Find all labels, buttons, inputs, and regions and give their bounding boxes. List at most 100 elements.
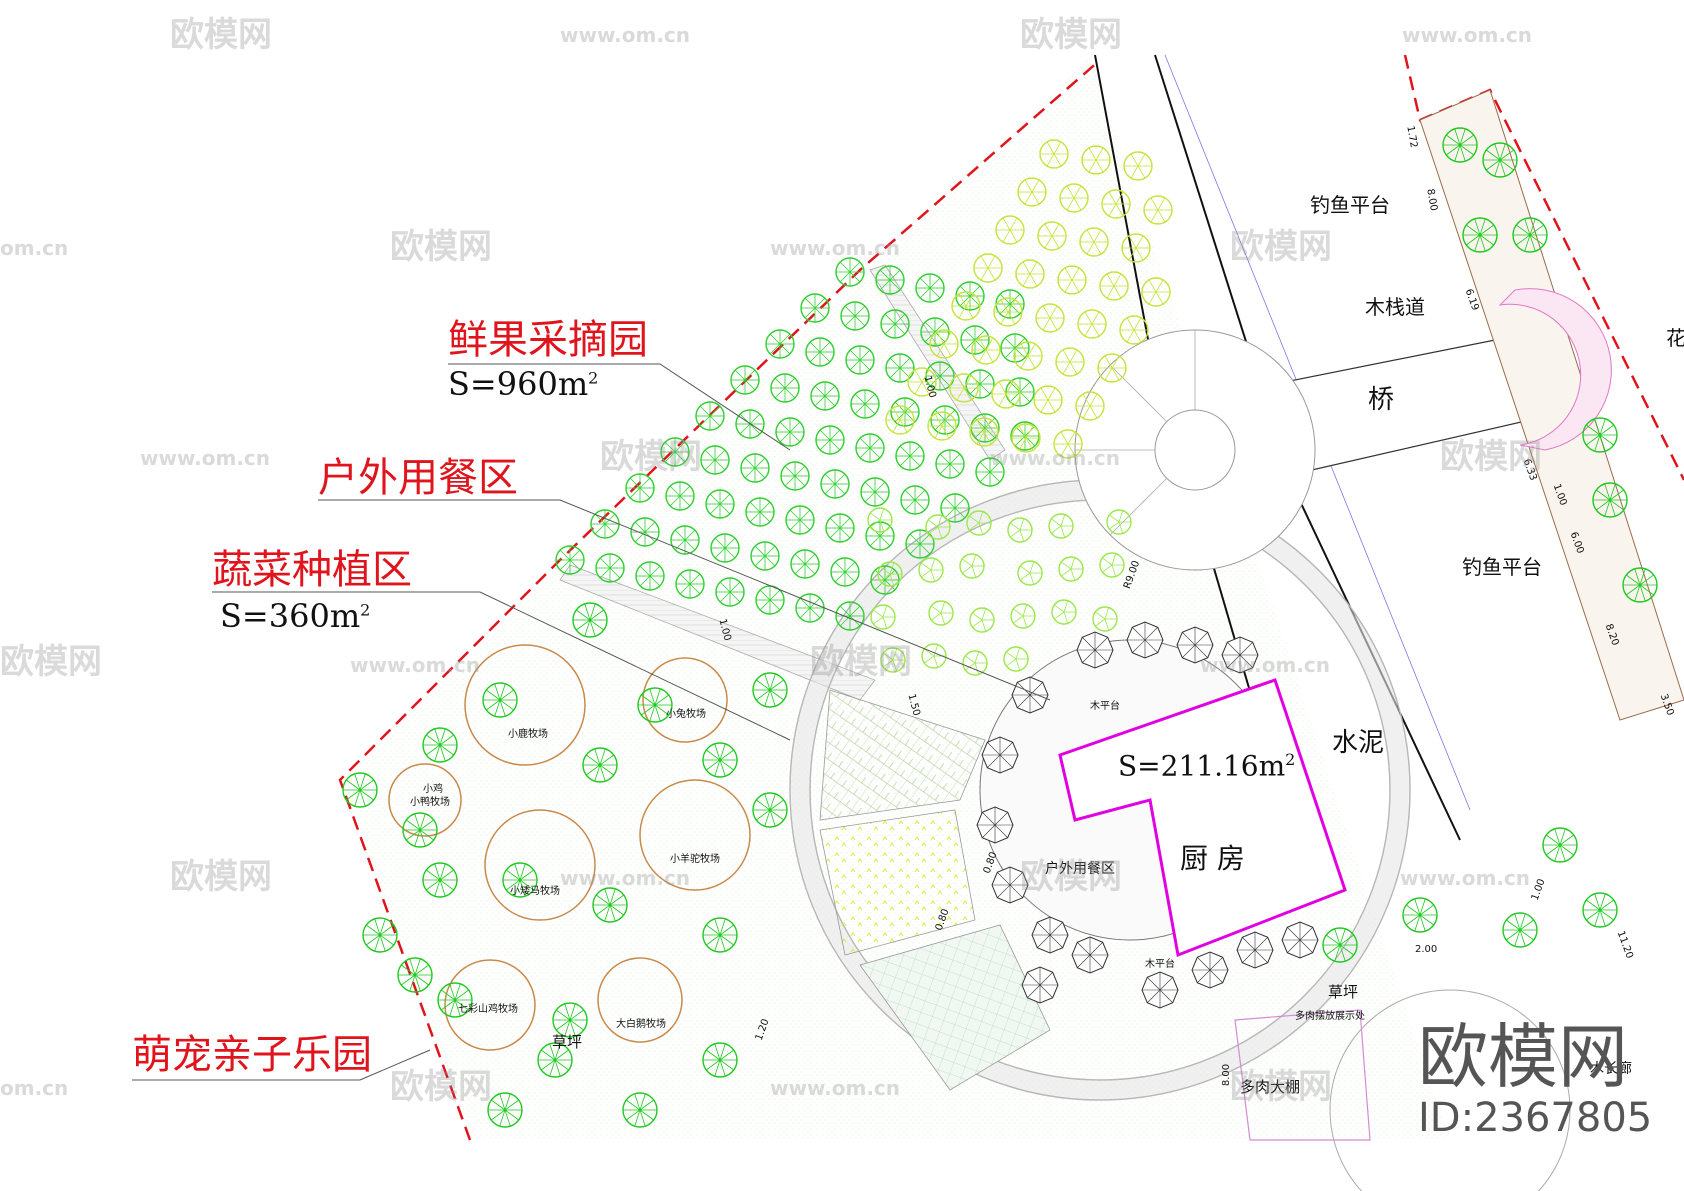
tree-symbol — [835, 257, 865, 287]
tree-symbol — [582, 747, 618, 783]
tree-symbol — [1015, 259, 1045, 289]
pasture-pheasant: 七彩山鸡牧场 — [458, 1004, 518, 1015]
tree-symbol — [920, 317, 950, 347]
tree-symbol — [795, 593, 825, 623]
watermark-url: www.om.cn — [560, 23, 691, 47]
tree-symbol — [745, 497, 775, 527]
tree-symbol — [860, 477, 890, 507]
tree-symbol — [830, 557, 860, 587]
tree-symbol — [715, 577, 745, 607]
tree-symbol — [885, 405, 915, 435]
tree-symbol — [1119, 315, 1149, 345]
tree-symbol — [1039, 139, 1069, 169]
watermark-url-short: om.cn — [0, 1076, 69, 1100]
umbrella-symbol — [1176, 626, 1214, 664]
umbrella-symbol — [1191, 951, 1229, 989]
watermark-url: www.om.cn — [990, 446, 1121, 470]
tree-symbol — [630, 517, 660, 547]
boardwalk-east — [1419, 89, 1684, 721]
tree-symbol — [993, 297, 1023, 327]
zone-title-fruit: 鲜果采摘园 — [448, 317, 648, 363]
tree-symbol — [1099, 552, 1125, 578]
tree-symbol — [1582, 417, 1618, 453]
tree-symbol — [790, 549, 820, 579]
tree-symbol — [1512, 217, 1548, 253]
tree-symbol — [935, 449, 965, 479]
tree-symbol — [1017, 177, 1047, 207]
tree-symbol — [1077, 309, 1107, 339]
tree-symbol — [592, 887, 628, 923]
umbrella-layer — [976, 621, 1319, 1009]
label-outdoor-dining: 户外用餐区 — [1045, 861, 1115, 877]
zone-area-vegetable: S=360m2 — [220, 597, 371, 635]
tree-symbol — [825, 513, 855, 543]
tree-symbol — [1442, 127, 1478, 163]
tree-symbol — [755, 585, 785, 615]
watermark-brand: 欧模网 — [390, 1067, 492, 1107]
watermark-url: www.om.cn — [1400, 866, 1531, 890]
succulent-shed — [1234, 1009, 1371, 1141]
tree-symbol — [730, 365, 760, 395]
tree-symbol — [845, 345, 875, 375]
tree-symbol — [702, 917, 738, 953]
tree-symbol — [765, 329, 795, 359]
tree-symbol — [780, 461, 810, 491]
umbrella-symbol — [1221, 636, 1259, 674]
tree-symbol — [895, 441, 925, 471]
tree-symbol — [1092, 606, 1118, 632]
tree-symbol — [1053, 429, 1083, 459]
watermark-brand: 欧模网 — [1230, 1067, 1332, 1107]
tree-symbol — [622, 1092, 658, 1128]
tree-symbol — [595, 553, 625, 583]
tree-symbol — [1055, 347, 1085, 377]
dim-label: 2.00 — [1415, 944, 1438, 955]
field-brick — [819, 689, 986, 821]
tree-symbol — [752, 792, 788, 828]
tree-symbol — [971, 335, 1001, 365]
tree-symbol — [835, 601, 865, 631]
tree-symbol — [397, 957, 433, 993]
tree-symbol — [1106, 509, 1132, 535]
watermark-brand: 欧模网 — [170, 857, 272, 897]
pasture-deer: 小鹿牧场 — [508, 729, 548, 740]
tree-symbol — [975, 457, 1005, 487]
umbrella-symbol — [1071, 936, 1109, 974]
umbrella-symbol — [1031, 916, 1069, 954]
watermark-brand: 欧模网 — [1020, 15, 1122, 55]
watermark-url: www.om.cn — [770, 1076, 901, 1100]
tree-symbol — [785, 505, 815, 535]
display-circle — [1329, 989, 1571, 1191]
tree-symbol — [1057, 265, 1087, 295]
watermark-brand: 欧模网 — [390, 227, 492, 267]
tree-symbol — [402, 812, 438, 848]
tree-symbol — [1000, 333, 1030, 363]
watermark-brand: 欧模网 — [600, 437, 702, 477]
tree-symbol — [973, 253, 1003, 283]
tree-symbol — [1079, 227, 1109, 257]
tree-symbol — [875, 265, 905, 295]
umbrella-symbol — [1011, 676, 1049, 714]
tree-symbol — [1322, 927, 1358, 963]
tree-symbol — [437, 982, 473, 1018]
tree-symbol — [949, 373, 979, 403]
watermark-url: www.om.cn — [140, 446, 271, 470]
tree-symbol — [800, 293, 830, 323]
umbrella-symbol — [1126, 621, 1164, 659]
tree-symbol — [880, 309, 910, 339]
tree-symbol — [1035, 303, 1065, 333]
watermark-brand: 欧模网 — [170, 15, 272, 55]
tree-symbol — [1037, 221, 1067, 251]
tree-symbol — [1099, 271, 1129, 301]
tree-symbol — [735, 409, 765, 439]
tree-symbol — [635, 561, 665, 591]
tree-symbol — [1097, 353, 1127, 383]
pasture-goose: 大白鹅牧场 — [616, 1019, 666, 1030]
tree-symbol — [1141, 277, 1171, 307]
label-corridor: 木长廊 — [1590, 1061, 1632, 1077]
tree-symbol — [487, 1092, 523, 1128]
tree-symbol — [915, 273, 945, 303]
umbrella-symbol — [1236, 931, 1274, 969]
tree-symbol — [1482, 142, 1518, 178]
tree-symbol — [969, 417, 999, 447]
